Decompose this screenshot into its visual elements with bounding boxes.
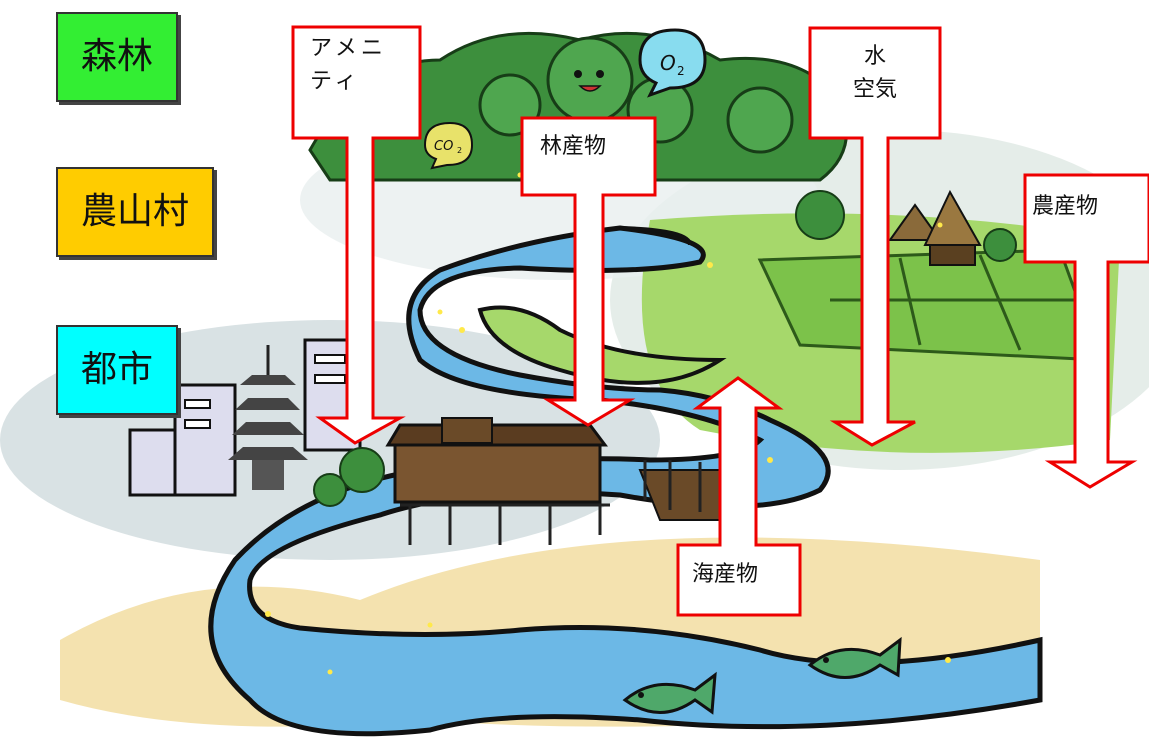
fish-icon <box>622 671 717 715</box>
village-houses <box>795 189 1017 266</box>
zone-label-city-text: 都市 <box>80 349 153 390</box>
water-air-label: 水 空気 <box>815 40 935 106</box>
zone-label-village-text: 農山村 <box>80 191 189 232</box>
amenity-arrow <box>291 25 422 445</box>
svg-text:O: O <box>660 51 676 75</box>
forest-products-label: 林産物 <box>540 134 607 159</box>
pagoda <box>228 345 308 490</box>
co2-bubble-icon: CO 2 <box>423 121 474 170</box>
forest-products-arrow <box>520 116 657 427</box>
amenity-label-line-1: アメニ <box>310 36 387 61</box>
zone-label-forest: 森林 <box>56 12 178 102</box>
agri-products-label: 農産物 <box>1032 194 1099 219</box>
trees <box>313 447 385 507</box>
zone-label-forest-text: 森林 <box>80 36 153 77</box>
amenity-label: アメニ ティ <box>310 32 410 98</box>
svg-text:CO: CO <box>434 139 453 154</box>
amenity-label-line-2: ティ <box>310 69 361 94</box>
pier <box>638 460 732 521</box>
agri-products-arrow <box>1023 173 1149 489</box>
svg-text:2: 2 <box>677 64 685 78</box>
svg-text:2: 2 <box>457 146 462 155</box>
water-air-label-line-1: 水 <box>863 44 886 69</box>
marine-products-label: 海産物 <box>692 562 759 587</box>
flow-arrows <box>291 25 1149 617</box>
fish-icon <box>807 636 902 679</box>
o2-bubble-icon: O 2 <box>638 28 707 98</box>
waterfront-houses <box>385 417 610 545</box>
zone-label-city: 都市 <box>56 325 178 415</box>
water-air-arrow <box>808 26 942 447</box>
water-air-label-line-2: 空気 <box>852 77 897 102</box>
zone-label-village: 農山村 <box>56 167 214 257</box>
marine-products-arrow <box>676 376 802 617</box>
